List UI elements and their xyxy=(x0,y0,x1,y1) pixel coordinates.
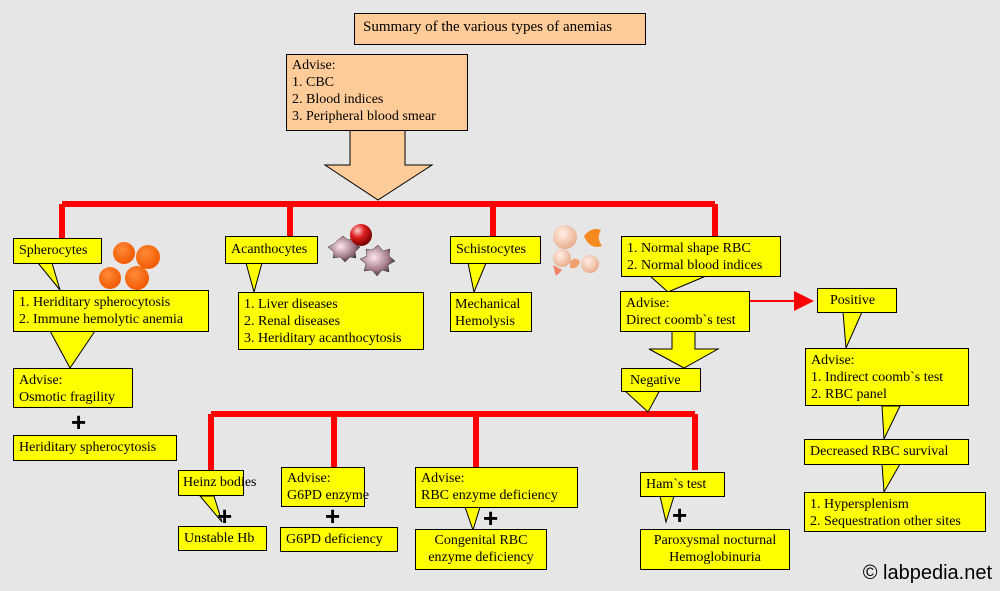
advise-top-line: 3. Peripheral blood smear xyxy=(292,109,436,124)
schistocytes-cells xyxy=(553,225,602,276)
unstable-hb-box: Unstable Hb xyxy=(178,526,267,551)
hams-test-label: Ham`s test xyxy=(646,477,707,492)
hypersplenism-line: 2. Sequestration other sites xyxy=(810,514,961,529)
acanthocytes-box: Acanthocytes xyxy=(225,236,318,264)
direct-coombs-box: Advise: Direct coomb`s test xyxy=(620,291,750,332)
normal-rbc-line: 2. Normal blood indices xyxy=(627,258,763,273)
heriditary-spherocytosis-box: Heriditary spherocytosis xyxy=(13,435,177,461)
heinz-bodies-box: Heinz bodies xyxy=(178,470,256,496)
acanthocytes-label: Acanthocytes xyxy=(231,242,308,257)
positive-label: Positive xyxy=(830,293,876,308)
indirect-coombs-box: Advise: 1. Indirect coomb`s test 2. RBC … xyxy=(805,348,969,406)
congenital-rbc-line: Congenital RBC xyxy=(434,533,528,548)
negative-label: Negative xyxy=(630,373,681,388)
acanthocytes-cause: 3. Heriditary acanthocytosis xyxy=(244,331,402,346)
spherocytes-cells xyxy=(99,242,160,290)
schistocytes-label: Schistocytes xyxy=(456,242,526,257)
spherocytes-label: Spherocytes xyxy=(19,243,88,258)
normal-rbc-line: 1. Normal shape RBC xyxy=(627,241,751,256)
acanthocytes-causes-box: 1. Liver diseases 2. Renal diseases 3. H… xyxy=(238,292,424,350)
hypersplenism-line: 1. Hypersplenism xyxy=(810,497,909,512)
direct-coombs-line: Direct coomb`s test xyxy=(626,313,736,328)
congenital-rbc-line: enzyme deficiency xyxy=(428,550,534,565)
g6pd-enzyme-box: Advise: G6PD enzyme xyxy=(281,467,370,507)
negative-box: Negative xyxy=(621,368,701,392)
watermark: © labpedia.net xyxy=(862,562,992,584)
diagram-title: Summary of the various types of anemias xyxy=(354,13,646,45)
hams-test-box: Ham`s test xyxy=(640,472,725,497)
decreased-rbc-survival-label: Decreased RBC survival xyxy=(810,444,949,459)
spherocytes-box: Spherocytes xyxy=(13,238,102,264)
direct-coombs-line: Advise: xyxy=(626,296,670,311)
osmotic-advise-line: Osmotic fragility xyxy=(19,390,116,405)
decreased-rbc-survival-box: Decreased RBC survival xyxy=(804,439,969,465)
spherocytes-causes-box: 1. Heriditary spherocytosis 2. Immune he… xyxy=(13,290,209,332)
acanthocytes-cause: 1. Liver diseases xyxy=(244,297,338,312)
osmotic-advise-line: Advise: xyxy=(19,373,63,388)
indirect-coombs-line: Advise: xyxy=(811,353,855,368)
heriditary-spherocytosis-label: Heriditary spherocytosis xyxy=(19,440,157,455)
advise-top-box: Advise: 1. CBC 2. Blood indices 3. Perip… xyxy=(286,54,468,131)
acanthocytes-cause: 2. Renal diseases xyxy=(244,314,341,329)
negative-connector xyxy=(208,411,698,470)
advise-top-line: 1. CBC xyxy=(292,75,335,90)
osmotic-fragility-box: Advise: Osmotic fragility xyxy=(13,368,133,408)
indirect-coombs-line: 1. Indirect coomb`s test xyxy=(811,370,944,385)
negative-down-arrow xyxy=(648,330,720,369)
indirect-coombs-line: 2. RBC panel xyxy=(811,387,887,402)
plus-sign: + xyxy=(672,500,688,530)
hypersplenism-box: 1. Hypersplenism 2. Sequestration other … xyxy=(804,492,986,532)
diagram-title-text: Summary of the various types of anemias xyxy=(363,19,613,35)
plus-sign: + xyxy=(217,501,233,531)
g6pd-deficiency-label: G6PD deficiency xyxy=(286,532,383,547)
unstable-hb-label: Unstable Hb xyxy=(184,531,255,546)
congenital-rbc-box: Congenital RBC enzyme deficiency xyxy=(415,529,547,570)
advise-top-line: Advise: xyxy=(292,58,336,73)
main-down-arrow xyxy=(323,129,434,201)
rbc-enzyme-advise-box: Advise: RBC enzyme deficiency xyxy=(415,467,578,508)
g6pd-advise-line: G6PD enzyme xyxy=(287,488,370,503)
pnh-line: Paroxysmal nocturnal xyxy=(653,533,777,548)
g6pd-advise-line: Advise: xyxy=(287,471,331,486)
heinz-bodies-label: Heinz bodies xyxy=(183,475,257,490)
g6pd-deficiency-box: G6PD deficiency xyxy=(280,527,398,552)
rbc-enzyme-advise-line: Advise: xyxy=(421,471,465,486)
pnh-box: Paroxysmal nocturnal Hemoglobinuria xyxy=(640,529,790,570)
schistocytes-box: Schistocytes xyxy=(450,236,541,264)
plus-sign: + xyxy=(483,503,499,533)
positive-box: Positive xyxy=(817,288,897,313)
rbc-enzyme-advise-line: RBC enzyme deficiency xyxy=(421,488,558,503)
schistocytes-causes-box: Mechanical Hemolysis xyxy=(450,292,532,332)
top-connector xyxy=(59,201,718,238)
advise-top-line: 2. Blood indices xyxy=(292,92,384,107)
plus-sign: + xyxy=(325,501,341,531)
normal-rbc-box: 1. Normal shape RBC 2. Normal blood indi… xyxy=(621,236,781,277)
schistocytes-cause: Hemolysis xyxy=(455,314,515,329)
plus-sign: + xyxy=(71,407,87,437)
spherocytes-cause: 1. Heriditary spherocytosis xyxy=(19,295,171,310)
acanthocytes-cells xyxy=(327,224,396,277)
spherocytes-cause: 2. Immune hemolytic anemia xyxy=(19,312,184,327)
pnh-line: Hemoglobinuria xyxy=(669,550,761,565)
schistocytes-cause: Mechanical xyxy=(455,297,521,312)
